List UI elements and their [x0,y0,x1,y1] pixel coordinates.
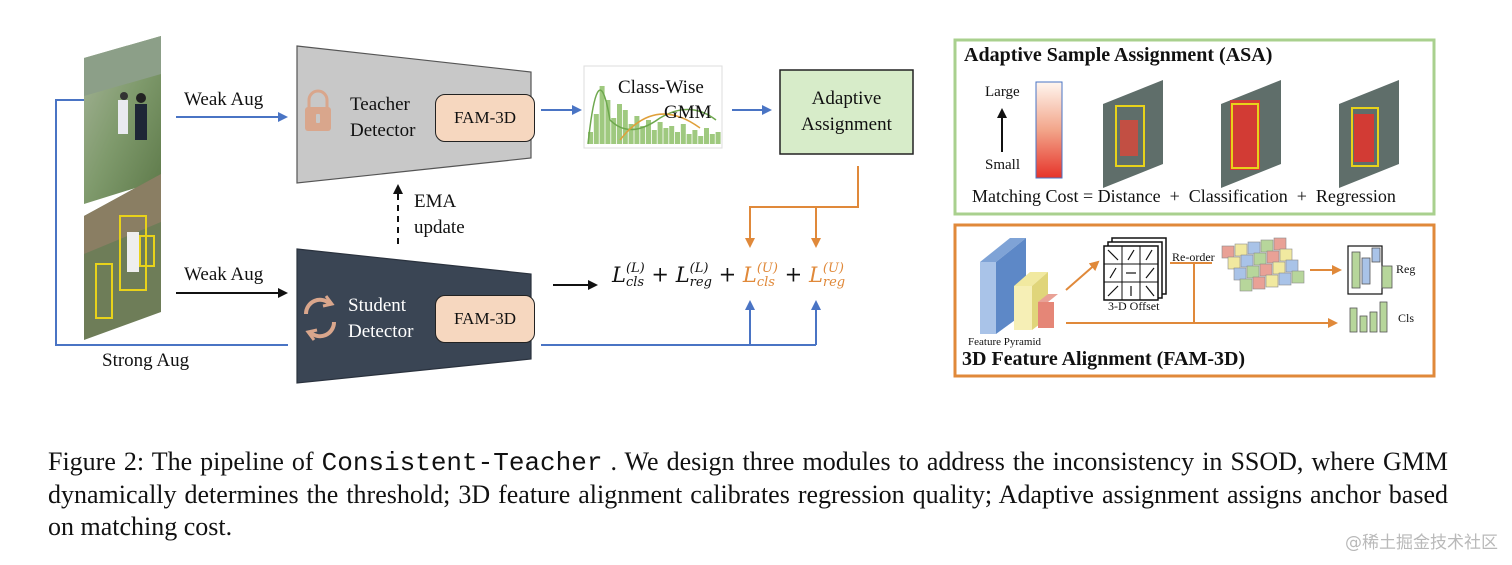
loss-plus: + [651,262,670,287]
feature-cube [1278,272,1292,286]
lock-icon [305,89,331,131]
asa-cost-map-distance [1103,80,1163,188]
feature-pyramid [980,238,1058,334]
histogram-bar [669,126,675,144]
adaptive-label-line2: Assignment [801,114,892,135]
gmm-histogram [583,65,723,149]
histogram-bar [634,116,640,144]
student-detector [296,248,532,384]
histogram-bar [698,136,704,144]
gradient-scale-icon [1035,81,1063,179]
weak-aug-image [84,36,161,204]
feature-pyramid-label: Feature Pyramid [968,336,1042,348]
histogram-bar [617,104,622,144]
refresh-icon [303,295,337,341]
histogram-bar [686,134,692,144]
asa-small-label: Small [985,157,1021,173]
histogram-bar [605,100,611,144]
teacher-label-line1: Teacher [350,94,410,115]
feature-cube [1253,252,1267,266]
strong-aug-label: Strong Aug [102,350,190,371]
asa-title: Adaptive Sample Assignment (ASA) [964,44,1273,66]
feature-cube [1285,259,1299,273]
offset-label: 3-D Offset [1108,299,1160,313]
loss-formula: L(L)cls + L(L)reg + L(U)cls + L(U)reg [612,262,845,290]
weak-aug-top-label: Weak Aug [184,89,264,110]
feature-cube [1260,239,1274,253]
strong-aug-image [84,174,161,340]
feature-cube [1291,270,1305,284]
caption-code: Consistent-Teacher [321,448,603,478]
reg-output [1347,245,1393,295]
loss-reg-unlabeled: L(U)reg [808,261,846,290]
feature-cube [1259,263,1273,277]
cls-output [1349,301,1388,333]
reg-label: Reg [1396,262,1416,276]
feature-cube [1266,250,1280,264]
loss-plus: + [784,262,803,287]
histogram-bar [646,120,651,144]
feature-cube [1273,237,1287,251]
reordered-features [1221,237,1305,292]
histogram-bar [657,122,663,144]
feature-cube [1272,261,1286,275]
ema-label-line2: update [414,217,465,238]
cls-label: Cls [1398,311,1415,325]
teacher-label-line2: Detector [350,120,416,141]
figure-caption: Figure 2: The pipeline of Consistent-Tea… [48,446,1448,543]
feature-cube [1240,254,1254,268]
asa-cost-map-classification [1221,80,1281,188]
feature-cube [1246,265,1260,279]
reorder-label: Re-order [1172,250,1215,264]
caption-suffix: . We design three modules to address the… [48,447,1448,541]
histogram-bar [611,118,617,144]
histogram-bar [675,132,680,144]
caption-prefix: Figure 2: The pipeline of [48,447,322,476]
histogram-bar [704,128,709,144]
histogram-bar [651,130,657,144]
feature-cube [1265,274,1279,288]
feature-cube [1279,248,1293,262]
weak-aug-bottom-label: Weak Aug [184,264,264,285]
loss-plus: + [718,262,737,287]
asa-matching-cost: Matching Cost = Distance + Classificatio… [972,186,1396,206]
histogram-bar [680,124,686,144]
histogram-bar [599,86,605,144]
histogram-bar [663,128,669,144]
offset-grid [1103,237,1167,301]
feature-cube [1239,278,1253,292]
feature-cube [1233,267,1247,281]
adaptive-label-line1: Adaptive [811,88,882,109]
gmm-label-line1: Class-Wise [618,77,704,98]
histogram-bar [628,124,634,144]
asa-cost-map-regression [1339,80,1399,188]
histogram-bar [692,130,698,144]
adaptive-assignment-box [779,69,914,155]
histogram-bar [709,134,715,144]
student-label-line1: Student [348,295,407,316]
watermark: @稀土掘金技术社区 [1345,533,1498,553]
teacher-fam3d-chip: FAM-3D [435,94,535,142]
student-label-line2: Detector [348,321,414,342]
loss-cls-unlabeled: L(U)cls [742,261,778,290]
loss-reg-labeled: L(L)reg [675,261,712,290]
histogram-bar [622,110,628,144]
ema-label-line1: EMA [414,191,457,212]
feature-cube [1227,256,1241,270]
fam3d-title: 3D Feature Alignment (FAM-3D) [962,348,1246,370]
feature-cube [1252,276,1266,290]
asa-large-label: Large [985,84,1020,100]
loss-cls-labeled: L(L)cls [612,261,645,290]
histogram-bar [715,132,721,144]
histogram-bar [640,126,646,144]
feature-cube [1234,243,1248,257]
student-fam3d-chip: FAM-3D [435,295,535,343]
histogram-bar [588,132,593,144]
teacher-detector [296,45,532,184]
feature-cube [1247,241,1261,255]
feature-cube [1221,245,1235,259]
histogram-bar [593,114,599,144]
gmm-label-line2: GMM [664,102,712,123]
